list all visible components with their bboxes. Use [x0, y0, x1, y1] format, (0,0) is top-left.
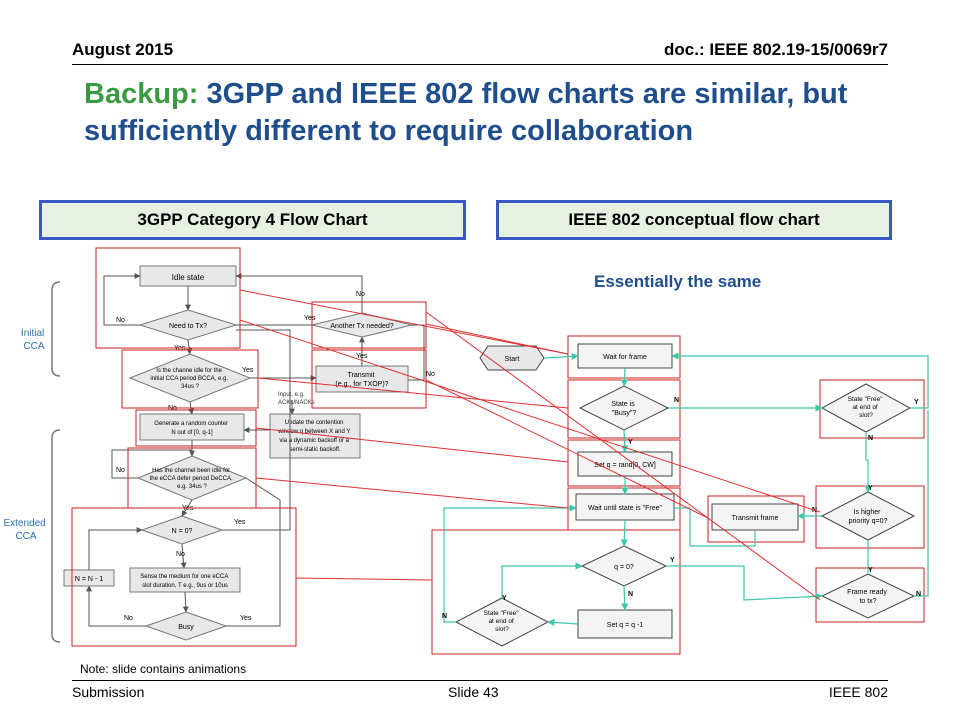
node-wait-free [575, 493, 675, 521]
header-rule [72, 64, 888, 65]
svg-text:Yes: Yes [240, 615, 252, 622]
right-chart: Start Wait for frame State is "Busy"? Se… [431, 335, 929, 655]
node-higher-prio [820, 491, 916, 541]
node-state-free-right-text: State "Free" at end of slot? [848, 396, 885, 419]
node-higher-prio-text: Is higher priority q=0? [849, 509, 888, 525]
node-state-busy-text: State is "Busy"? [611, 401, 636, 417]
header-doc-id: doc.: IEEE 802.19-15/0069r7 [664, 40, 888, 59]
svg-text:N: N [916, 591, 921, 598]
title-text: 3GPP and IEEE 802 flow charts are simila… [84, 78, 848, 147]
svg-text:Yes: Yes [356, 353, 368, 360]
bracket-extended [51, 429, 61, 643]
bracket-initial-label: Initial CCA [21, 328, 47, 352]
node-start-text: Start [505, 356, 520, 363]
svg-text:No: No [176, 551, 185, 558]
slide-title: Backup: 3GPP and IEEE 802 flow charts ar… [84, 76, 904, 150]
node-wait-free-text: Wait until state is "Free" [588, 505, 662, 512]
band-ieee802: IEEE 802 conceptual flow chart [496, 200, 892, 240]
node-update-cw [269, 413, 361, 459]
left-connectors [86, 273, 425, 627]
left-chart: Initial CCA Extended CCA Idle state Need… [3, 247, 435, 647]
bracket-initial [51, 281, 61, 377]
svg-text:Y: Y [914, 399, 919, 406]
node-n-minus-text: N = N - 1 [75, 576, 103, 583]
node-another-tx-text: Another Tx needed? [330, 323, 393, 330]
node-busy [144, 611, 228, 641]
node-transmit-text: Transmit (e.g., for TXOP)? [335, 372, 388, 388]
node-q-zero-text: q = 0? [614, 564, 634, 571]
svg-text:No: No [124, 615, 133, 622]
svg-text:No: No [116, 467, 125, 474]
svg-text:N: N [868, 435, 873, 442]
header-date: August 2015 [72, 40, 174, 59]
node-ecca-idle-text: Has the channel been idle for the eCCA d… [150, 468, 235, 490]
svg-text:No: No [116, 317, 125, 324]
node-set-q-dec [577, 609, 673, 639]
node-idle-state-text: Idle state [172, 273, 205, 282]
node-start [479, 345, 545, 371]
title-lead: Backup: [84, 78, 199, 110]
node-transmit-frame-text: Transmit frame [732, 515, 779, 522]
correspondence-lines [239, 289, 821, 601]
svg-text:Y: Y [868, 485, 873, 492]
node-set-q-text: Set q = rand[0, CW] [594, 462, 656, 469]
node-gen-counter-text: Generate a random counter N out of [0, q… [154, 421, 229, 436]
node-state-free-left [454, 597, 550, 647]
footer-ieee802: IEEE 802 [828, 684, 888, 700]
svg-text:N: N [442, 613, 447, 620]
node-n-zero-text: N = 0? [172, 528, 193, 535]
node-sense-text: Sense the medium for one eCCA slot durat… [140, 574, 229, 589]
svg-text:Y: Y [502, 595, 507, 602]
svg-text:Y: Y [868, 567, 873, 574]
svg-text:N: N [628, 591, 633, 598]
node-sense [129, 567, 241, 593]
left-highlight-boxes [71, 247, 427, 647]
band-3gpp: 3GPP Category 4 Flow Chart [39, 200, 466, 240]
svg-text:Yes: Yes [234, 519, 246, 526]
node-state-busy [578, 385, 670, 431]
footer-submission: Submission [72, 684, 145, 700]
node-set-q [577, 451, 673, 477]
svg-text:N: N [674, 397, 679, 404]
node-need-tx-text: Need to Tx? [169, 323, 207, 330]
svg-text:Yes: Yes [242, 367, 254, 374]
node-set-q-dec-text: Set q = q -1 [607, 622, 643, 629]
node-busy-text: Busy [178, 624, 194, 631]
node-idle-check-text: Is the channe idle for the initial CCA p… [150, 368, 229, 390]
footer-slide-number: Slide 43 [448, 684, 499, 700]
node-gen-counter [139, 413, 245, 441]
footer-rule [72, 680, 888, 681]
node-wait-frame-text: Wait for frame [603, 354, 647, 361]
svg-text:Y: Y [670, 557, 675, 564]
right-connectors [443, 352, 929, 627]
svg-text:No: No [356, 291, 365, 298]
node-frame-ready-text: Frame ready to tx? [847, 589, 889, 605]
svg-text:Y: Y [628, 439, 633, 446]
node-update-cw-text: Update the contention window q between X… [277, 420, 352, 453]
node-state-free-left-text: State "Free" at end of slot? [484, 610, 521, 633]
input-note: Input, e.g. ACKs/NACKs [278, 392, 315, 406]
svg-text:No: No [426, 371, 435, 378]
animation-note: Note: slide contains animations [80, 662, 247, 676]
node-transmit-frame [711, 503, 799, 531]
svg-text:Yes: Yes [304, 315, 316, 322]
annotation-essentially-same: Essentially the same [594, 272, 762, 291]
node-frame-ready [820, 573, 916, 619]
bracket-extended-label: Extended CCA [3, 518, 48, 542]
